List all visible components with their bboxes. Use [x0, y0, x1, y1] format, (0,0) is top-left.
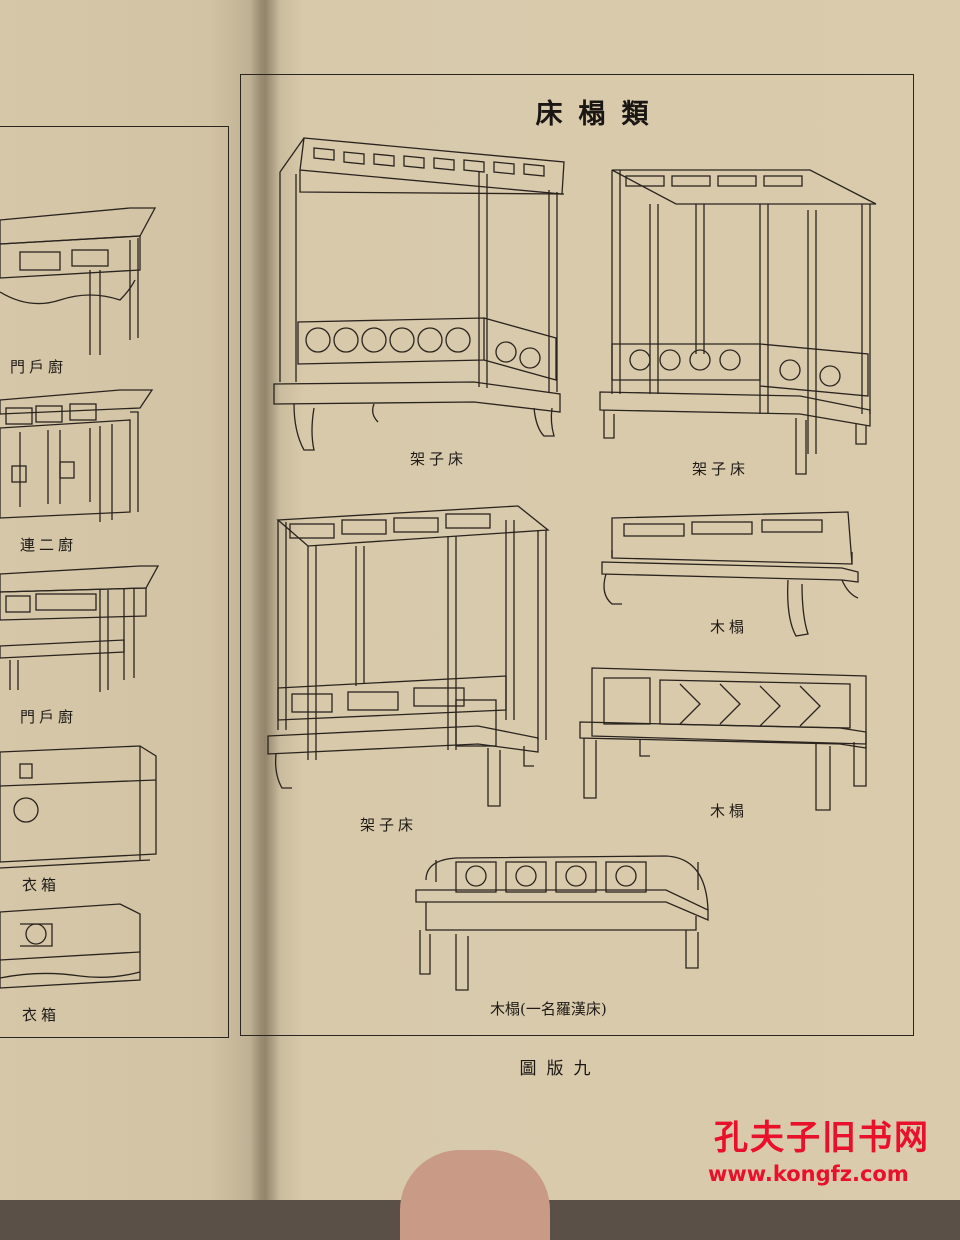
caption-left-3: 門戶廚 — [20, 708, 78, 726]
left-page — [0, 0, 262, 1200]
daybed-illustration-3 — [415, 855, 709, 991]
right-page — [262, 0, 960, 1200]
left-page-frame — [0, 126, 229, 1038]
canopy-bed-illustration-2 — [599, 169, 877, 475]
cabinet-illustration-2 — [0, 389, 154, 522]
caption-right-6: 木榻(一名羅漢床) — [490, 1000, 607, 1018]
caption-left-1: 門戶廚 — [10, 358, 68, 376]
thumb-photo-edge — [400, 1150, 550, 1240]
caption-right-3: 架子床 — [360, 816, 418, 834]
caption-left-4: 衣箱 — [22, 876, 61, 894]
plate-number: 圖版九 — [519, 1059, 601, 1079]
caption-right-4: 木榻 — [710, 618, 749, 636]
daybed-illustration-1 — [601, 511, 859, 637]
watermark-url[interactable]: www.kongfz.com — [708, 1162, 909, 1186]
canopy-bed-illustration-1 — [273, 137, 565, 451]
chest-illustration-1 — [0, 745, 157, 869]
right-page-frame — [240, 74, 914, 1036]
cabinet-illustration-1 — [0, 207, 157, 355]
caption-right-1: 架子床 — [410, 450, 468, 468]
book-gutter — [250, 0, 280, 1200]
daybed-illustration-2 — [579, 667, 867, 811]
caption-right-2: 架子床 — [692, 460, 750, 478]
cabinet-illustration-3 — [0, 565, 160, 692]
page-title: 床榻類 — [535, 99, 665, 130]
caption-left-5: 衣箱 — [22, 1006, 61, 1024]
caption-right-5: 木榻 — [710, 802, 749, 820]
canopy-bed-illustration-3 — [267, 505, 550, 807]
chest-illustration-2 — [0, 903, 141, 989]
caption-left-2: 連二廚 — [20, 536, 78, 554]
watermark-text: 孔夫子旧书网 — [714, 1118, 930, 1158]
